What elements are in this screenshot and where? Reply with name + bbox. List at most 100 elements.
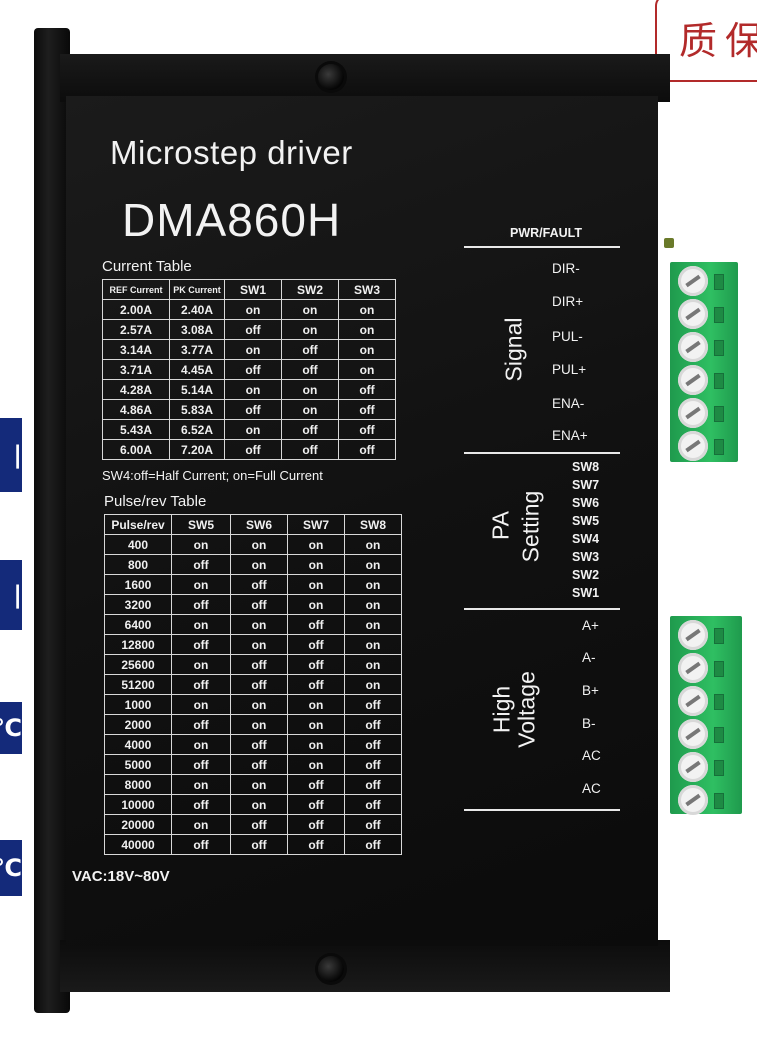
pulse_table-cell: off: [287, 654, 345, 675]
current_table-cell: 6.00A: [102, 439, 170, 460]
pulse_table-cell: on: [230, 554, 288, 575]
pulse_table-cell: on: [171, 814, 231, 835]
pulse_table-cell: 51200: [104, 674, 172, 695]
current_table-cell: on: [224, 339, 282, 360]
terminal-tab: [714, 307, 724, 323]
pulse_table-cell: off: [287, 614, 345, 635]
terminal-screw-pul-minus[interactable]: [678, 332, 708, 362]
pulse_table-cell: 10000: [104, 794, 172, 815]
current_table-cell: on: [224, 419, 282, 440]
pulse_table-cell: on: [230, 614, 288, 635]
pulse_table-cell: off: [344, 694, 402, 715]
terminal-tab: [714, 373, 724, 389]
current_table-cell: off: [281, 359, 339, 380]
side-badge-3: ℃: [0, 702, 22, 754]
divider-pa: [464, 608, 620, 610]
pulse_table-cell: off: [171, 794, 231, 815]
terminal-tab: [714, 439, 724, 455]
pulse_table-cell: on: [230, 534, 288, 555]
switch-sw7: SW7: [572, 478, 600, 492]
current_table-cell: 4.86A: [102, 399, 170, 420]
current_table-header-cell: REF Current: [102, 279, 170, 300]
current_table-cell: off: [224, 319, 282, 340]
pulse_table-cell: off: [230, 674, 288, 695]
current_table-cell: on: [338, 319, 396, 340]
pulse_table-header-cell: Pulse/rev: [104, 514, 172, 535]
pulse_table-cell: off: [287, 674, 345, 695]
pin-pul-plus: PUL+: [552, 362, 587, 377]
terminal-screw-ena-plus[interactable]: [678, 431, 708, 461]
pulse_table-cell: on: [344, 674, 402, 695]
pulse_table-cell: on: [344, 654, 402, 675]
terminal-screw-b-plus[interactable]: [678, 686, 708, 716]
current_table-header-cell: SW2: [281, 279, 339, 300]
pulse_table-cell: off: [230, 834, 288, 855]
pulse_table-cell: 800: [104, 554, 172, 575]
terminal-tab: [714, 406, 724, 422]
current_table-cell: on: [281, 379, 339, 400]
pulse_table-cell: on: [287, 594, 345, 615]
pulse_table-cell: 4000: [104, 734, 172, 755]
model-number: DMA860H: [122, 194, 342, 246]
heatsink-top: [60, 54, 670, 102]
pulse_table-cell: on: [171, 734, 231, 755]
pulse_table-cell: off: [230, 574, 288, 595]
power-terminal-block: [670, 616, 742, 815]
current_table-cell: off: [338, 439, 396, 460]
terminal-screw-dir-plus[interactable]: [678, 299, 708, 329]
pin-dir-plus: DIR+: [552, 294, 584, 309]
current_table-cell: 2.57A: [102, 319, 170, 340]
terminal-screw-pul-plus[interactable]: [678, 365, 708, 395]
current_table-cell: off: [281, 439, 339, 460]
current_table-cell: 5.14A: [169, 379, 225, 400]
pin-b-minus: B-: [582, 716, 596, 731]
current_table-cell: on: [338, 339, 396, 360]
terminal-screw-ac-1[interactable]: [678, 752, 708, 782]
terminal-screw-a-plus[interactable]: [678, 620, 708, 650]
current_table-cell: off: [224, 399, 282, 420]
setting-label: Setting: [517, 490, 544, 563]
current_table-cell: on: [224, 379, 282, 400]
pulse_table-cell: off: [230, 594, 288, 615]
pulse_table-cell: off: [171, 834, 231, 855]
terminal-tab: [714, 760, 724, 776]
pulse_table-cell: off: [344, 754, 402, 775]
side-badge-1: |: [0, 418, 22, 492]
current_table-cell: off: [224, 439, 282, 460]
signal-terminal-block: [670, 262, 738, 462]
pulse_table-cell: on: [230, 774, 288, 795]
current_table-cell: 3.71A: [102, 359, 170, 380]
pulse_table-cell: on: [344, 574, 402, 595]
pulse_table-cell: 12800: [104, 634, 172, 655]
terminal-screw-b-minus[interactable]: [678, 719, 708, 749]
switch-sw4: SW4: [572, 532, 600, 546]
current_table-cell: 6.52A: [169, 419, 225, 440]
terminal-screw-dir-minus[interactable]: [678, 266, 708, 296]
heatsink-bottom: [60, 940, 670, 992]
pulse_table-cell: off: [344, 794, 402, 815]
pulse_table-cell: on: [287, 754, 345, 775]
side-badge-2: |: [0, 560, 22, 630]
status-led: [664, 238, 674, 248]
terminal-screw-ac-2[interactable]: [678, 785, 708, 815]
pulse_table-cell: off: [171, 674, 231, 695]
pulse_table-cell: on: [344, 594, 402, 615]
pulse_table-cell: on: [344, 614, 402, 635]
current_table-cell: on: [338, 359, 396, 380]
terminal-screw-a-minus[interactable]: [678, 653, 708, 683]
pulse_table-cell: 6400: [104, 614, 172, 635]
pulse_table-cell: on: [230, 634, 288, 655]
terminal-screw-ena-minus[interactable]: [678, 398, 708, 428]
current_table-cell: on: [281, 299, 339, 320]
switch-sw3: SW3: [572, 550, 600, 564]
pulse_table-cell: on: [287, 694, 345, 715]
